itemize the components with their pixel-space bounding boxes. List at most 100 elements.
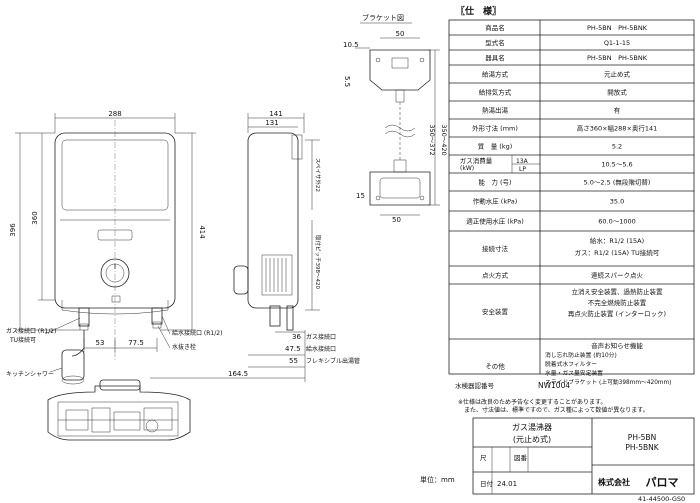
spec-row-value: 60.0〜1000 [598, 218, 636, 226]
spec-row-label: 能 力 (号) [478, 178, 511, 187]
spec-row-label: その他 [485, 362, 505, 371]
dim-hole-range: 取付ピッチ398〜420 [314, 235, 322, 289]
spec-row-value: PH-5BN PH-5BNK [587, 24, 648, 32]
label-gas-inlet: ガス接続口 (R1/2) [6, 327, 56, 335]
spec-row-value: 5.2 [612, 143, 622, 151]
bracket-view: ブラケット図 50 10.5 5.5 50 15 350〜372 350〜420 [343, 13, 448, 224]
bracket-title: ブラケット図 [362, 13, 404, 22]
dim-width: 288 [108, 110, 121, 118]
spec-row-label: 作動水圧 (kPa) [473, 197, 518, 206]
spec-row-label: 外形寸法 (mm) [472, 124, 518, 133]
spec-other-extra: 水量・ガス量安定装置 [545, 369, 603, 377]
unit: 単位：mm [420, 475, 455, 484]
bracket-range2: 350〜420 [440, 124, 448, 155]
note-1: ※仕様は改良のため予告なく変更することがあります。 [458, 398, 606, 406]
spec-row-value: 元止め式 [604, 70, 631, 79]
label-water-inlet: 給水接続口 (R1/2) [172, 329, 222, 337]
spec-row-value: Q1-1-15 [604, 39, 630, 47]
spec-row-value: 5.0〜2.5 (無段階切替) [584, 178, 651, 187]
gas-unit-kw: (kW) [460, 165, 474, 172]
title-block: ガス湯沸器 (元止め式) PH-5BN PH-5BNK 尺 図番 日付 24.0… [420, 417, 695, 503]
label-kitchen-shower: キッチンシャワー [6, 371, 54, 378]
spec-other-extra: 消し忘れ防止装置 (約10分) [545, 351, 617, 359]
approval-value: NW1004 [538, 381, 570, 390]
spec-row-label: 安全装置 [482, 307, 509, 316]
dim-body-height: 360 [31, 211, 39, 224]
bracket-dim-top: 50 [396, 30, 405, 38]
model-1: PH-5BN [628, 433, 656, 442]
spec-row-value: 有 [614, 106, 621, 115]
dim-total-height: 396 [9, 223, 17, 237]
dim-164-5: 164.5 [228, 370, 248, 378]
spec-row-label: 熱湯出湯 [482, 106, 509, 115]
date-label: 日付 [480, 479, 494, 488]
spec-row-value: PH-5BN PH-5BNK [587, 54, 648, 62]
spec-other-extra: 脱着式水フィルター [545, 360, 597, 368]
dim-53: 53 [96, 339, 105, 347]
gas-unit-lp: LP [519, 166, 526, 173]
spec-row-label: 接続寸法 [482, 244, 509, 253]
spec-row-label: 給湯方式 [482, 70, 509, 79]
label-tu: TU接続可 [9, 336, 36, 344]
spec-row-label: 点火方式 [482, 271, 509, 280]
spec-row-label: 質 量 (kg) [478, 142, 513, 151]
bracket-dim-15: 15 [356, 192, 365, 200]
dim-141: 141 [269, 110, 282, 118]
kitchen-shower-nozzle [61, 349, 85, 381]
bracket-dim-10-5: 10.5 [343, 41, 359, 49]
product-type: (元止め式) [513, 434, 551, 444]
company: 株式会社 [598, 477, 630, 487]
spec-row-value: 立消え安全装置、過熱防止装置 [572, 287, 664, 296]
spec-row-value: 高さ360×幅288×奥行141 [577, 124, 658, 133]
water-inlet-fitting [151, 307, 163, 325]
spec-safety-extra: 不完全燃焼防止装置 [588, 298, 647, 307]
spec-safety-extra: 再点火防止装置 (インターロック) [568, 309, 666, 318]
brand-logo: パロマ [646, 476, 679, 489]
spec-row-value: 35.0 [610, 198, 624, 206]
label-drain: 水抜き栓 [172, 343, 196, 351]
front-view: 288 360 396 414 53 77.5 ガス接続口 (R1/2) TU接… [6, 110, 222, 385]
dim-77-5: 77.5 [128, 339, 144, 347]
model-2: PH-5BNK [625, 443, 659, 452]
date-value: 24.01 [497, 480, 517, 488]
note-2: また、寸法値は、標準ですので、ガス種によって数値が異なります。 [458, 406, 649, 414]
spec-row-label: 器具名 [485, 53, 505, 62]
label-gas-conn: ガス接続口 [306, 333, 336, 341]
side-dial [233, 265, 249, 295]
dim-55: 55 [289, 357, 298, 365]
dim-36: 36 [292, 333, 301, 341]
spec-connect-extra: ガス：R1/2 (15A) TU接続可 [575, 248, 660, 257]
label-flexible: フレキシブル出湯管 [306, 357, 360, 365]
bracket-dim-5-5: 5.5 [343, 76, 351, 87]
spec-row-value: 音声お知らせ機能 [591, 341, 643, 350]
spec-row-label: 給排気方式 [479, 88, 512, 97]
spec-row-value: 10.5〜5.6 [601, 161, 632, 169]
spec-row-label: 適正使用水圧 (kPa) [466, 217, 524, 226]
spec-row-label: 型式名 [485, 38, 505, 47]
spec-row-value: 開放式 [607, 88, 627, 97]
spec-row-label: ガス消費量 [460, 156, 493, 165]
spec-table: 〖仕 様〗 商品名 PH-5BN PH-5BNK 型式名 Q1-1-15 器具名 PH-5… [448, 5, 695, 414]
label-water-conn: 給水接続口 [306, 345, 336, 353]
gas-unit-13a: 13A [516, 158, 529, 165]
internal-view [47, 379, 191, 441]
dim-right-height: 414 [198, 225, 206, 239]
gas-inlet-fitting [78, 307, 90, 327]
spec-title: 〖仕 様〗 [456, 5, 501, 17]
dim-47-5: 47.5 [285, 345, 301, 353]
spec-row-value: 連続スパーク点火 [591, 271, 644, 280]
bracket-range: 350〜372 [428, 124, 436, 155]
bracket-top [369, 49, 431, 91]
doc-no: 41-44500-GS0 [638, 495, 685, 503]
drawn-label: 図番 [514, 454, 528, 462]
side-view: 141 131 スペイサ外22 取付ピッチ398〜420 36 ガス接続口 47… [150, 110, 360, 382]
spec-row-label: 商品名 [485, 23, 505, 32]
scale-label: 尺 [480, 454, 487, 462]
dim-131: 131 [265, 119, 278, 127]
side-body [247, 132, 299, 309]
bracket-dim-bottom: 50 [392, 216, 401, 224]
spec-row-value: 給水：R1/2 (15A) [590, 236, 644, 245]
approval-label: 水検器認番号 [455, 381, 495, 390]
bracket-bottom [369, 171, 431, 206]
